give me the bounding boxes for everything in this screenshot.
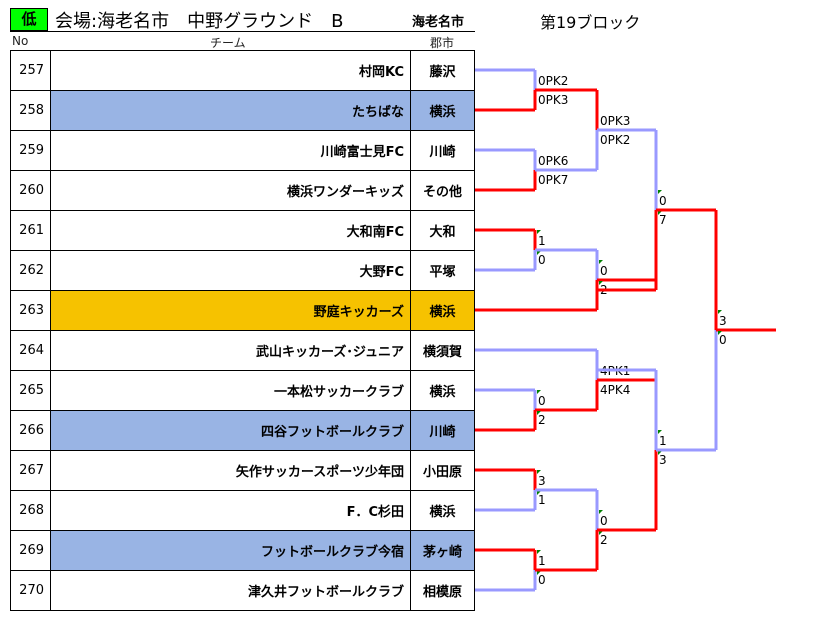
score-top: 0PK6 <box>538 154 568 168</box>
header-divider <box>10 31 475 32</box>
comment-marker-icon <box>537 390 541 394</box>
team-city: 横浜 <box>410 370 475 411</box>
score-bottom: 3 <box>659 453 667 467</box>
score-top: 3 <box>538 474 546 488</box>
team-number: 264 <box>10 330 51 371</box>
score-bottom: 0PK7 <box>538 173 568 187</box>
score-top: 0 <box>659 194 667 208</box>
team-name: 津久井フットボールクラブ <box>50 570 411 611</box>
level-badge: 低 <box>10 8 48 31</box>
team-name: 川崎富士見FC <box>50 130 411 171</box>
comment-marker-icon <box>537 550 541 554</box>
comment-marker-icon <box>658 430 662 434</box>
score-bottom: 4PK4 <box>600 383 630 397</box>
score-bottom: 0 <box>538 573 546 587</box>
comment-marker-icon <box>658 451 662 455</box>
comment-marker-icon <box>537 251 541 255</box>
column-header-team: チーム <box>210 36 246 50</box>
team-number: 258 <box>10 90 51 131</box>
comment-marker-icon <box>658 211 662 215</box>
comment-marker-icon <box>718 331 722 335</box>
team-city: 川崎 <box>410 410 475 451</box>
score-top: 0 <box>600 514 608 528</box>
team-city: 相模原 <box>410 570 475 611</box>
team-city: 小田原 <box>410 450 475 491</box>
score-top: 1 <box>659 434 667 448</box>
team-city: 横浜 <box>410 290 475 331</box>
comment-marker-icon <box>537 230 541 234</box>
team-city: 横浜 <box>410 90 475 131</box>
comment-marker-icon <box>537 470 541 474</box>
score-bottom: 2 <box>538 413 546 427</box>
score-bottom: 0PK3 <box>538 93 568 107</box>
venue-title: 会場:海老名市 中野グラウンド B <box>55 11 344 32</box>
team-city: 藤沢 <box>410 50 475 91</box>
team-name: 村岡KC <box>50 50 411 91</box>
team-city: その他 <box>410 170 475 211</box>
comment-marker-icon <box>537 491 541 495</box>
column-header-no: No <box>12 34 29 48</box>
team-number: 265 <box>10 370 51 411</box>
team-name: F．C杉田 <box>50 490 411 531</box>
team-number: 266 <box>10 410 51 451</box>
comment-marker-icon <box>599 531 603 535</box>
team-city: 平塚 <box>410 250 475 291</box>
team-number: 262 <box>10 250 51 291</box>
score-bottom: 0PK2 <box>600 133 630 147</box>
score-bottom: 2 <box>600 533 608 547</box>
score-bottom: 7 <box>659 213 667 227</box>
team-number: 261 <box>10 210 51 251</box>
column-header-city: 郡市 <box>430 36 455 50</box>
team-name: 横浜ワンダーキッズ <box>50 170 411 211</box>
team-city: 大和 <box>410 210 475 251</box>
team-name: たちばな <box>50 90 411 131</box>
comment-marker-icon <box>537 411 541 415</box>
team-city: 川崎 <box>410 130 475 171</box>
team-number: 260 <box>10 170 51 211</box>
team-number: 257 <box>10 50 51 91</box>
comment-marker-icon <box>537 571 541 575</box>
team-name: 一本松サッカークラブ <box>50 370 411 411</box>
score-bottom: 0 <box>719 333 727 347</box>
score-top: 0PK2 <box>538 74 568 88</box>
team-name: 四谷フットボールクラブ <box>50 410 411 451</box>
score-top: 3 <box>719 314 727 328</box>
score-bottom: 0 <box>538 253 546 267</box>
team-city: 横浜 <box>410 490 475 531</box>
score-top: 0PK3 <box>600 114 630 128</box>
score-top: 1 <box>538 234 546 248</box>
score-top: 1 <box>538 554 546 568</box>
score-top: 0 <box>538 394 546 408</box>
team-number: 268 <box>10 490 51 531</box>
comment-marker-icon <box>599 510 603 514</box>
comment-marker-icon <box>599 281 603 285</box>
team-city: 茅ヶ崎 <box>410 530 475 571</box>
block-title: 第19ブロック <box>540 13 641 32</box>
team-name: フットボールクラブ今宿 <box>50 530 411 571</box>
comment-marker-icon <box>718 310 722 314</box>
comment-marker-icon <box>658 190 662 194</box>
host-city: 海老名市 <box>412 15 465 30</box>
score-top: 0 <box>600 264 608 278</box>
score-bottom: 1 <box>538 493 546 507</box>
comment-marker-icon <box>599 260 603 264</box>
